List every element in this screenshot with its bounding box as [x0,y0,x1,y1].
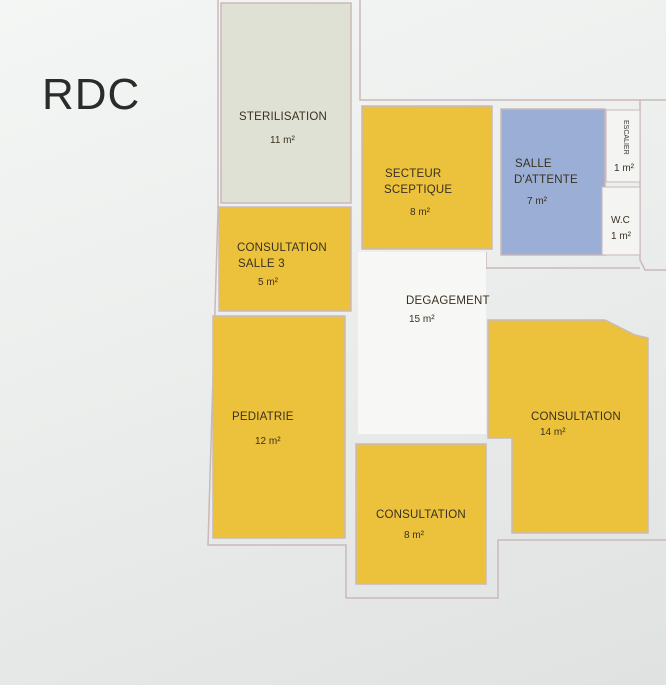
room-small-area: 1 m² [614,163,634,174]
room-secteur-sceptique-fill [361,105,493,250]
room-pediatrie-fill [212,315,346,539]
room-sterilisation-fill [220,2,352,204]
room-wc-area: 1 m² [611,231,631,242]
room-wc-name: W.C [611,215,630,226]
room-degagement-area: 15 m² [409,314,435,325]
room-salle-attente-area: 7 m² [527,196,547,207]
room-consultation-salle3-fill [218,206,352,312]
room-pediatrie-name: PEDIATRIE [232,411,294,423]
room-consultation-bottom-name: CONSULTATION [376,509,466,521]
room-secteur-sceptique-name-1: SECTEUR [385,168,442,180]
room-consultation-right-fill [487,319,649,534]
room-secteur-sceptique-area: 8 m² [410,207,430,218]
north-wall [359,0,666,101]
room-consultation-bottom-area: 8 m² [404,530,424,541]
floor-title: RDC [42,70,141,119]
room-consultation-salle3-name-1: CONSULTATION [237,242,327,254]
west-wall [207,0,666,599]
room-consultation-salle3-area: 5 m² [258,277,278,288]
room-pediatrie-area: 12 m² [255,436,281,447]
room-degagement-fill [358,252,486,434]
room-small-name: ESCALIER [622,120,629,155]
room-consultation-bottom-fill [355,443,487,585]
room-consultation-right-name: CONSULTATION [531,411,621,423]
room-salle-attente-fill [500,108,606,256]
room-consultation-salle3-name-2: SALLE 3 [238,258,285,270]
room-wc-fill [601,186,641,256]
room-salle-attente-name-1: SALLE [515,158,552,170]
east-wall [639,100,666,271]
room-salle-attente-name-2: D'ATTENTE [514,174,578,186]
room-consultation-right-area: 14 m² [540,427,566,438]
room-sterilisation-name: STERILISATION [239,111,328,123]
room-sterilisation-area: 11 m² [270,135,295,146]
room-small-fill [605,109,641,183]
room-secteur-sceptique-name-2: SCEPTIQUE [384,184,453,196]
room-degagement-name: DEGAGEMENT [406,295,490,307]
